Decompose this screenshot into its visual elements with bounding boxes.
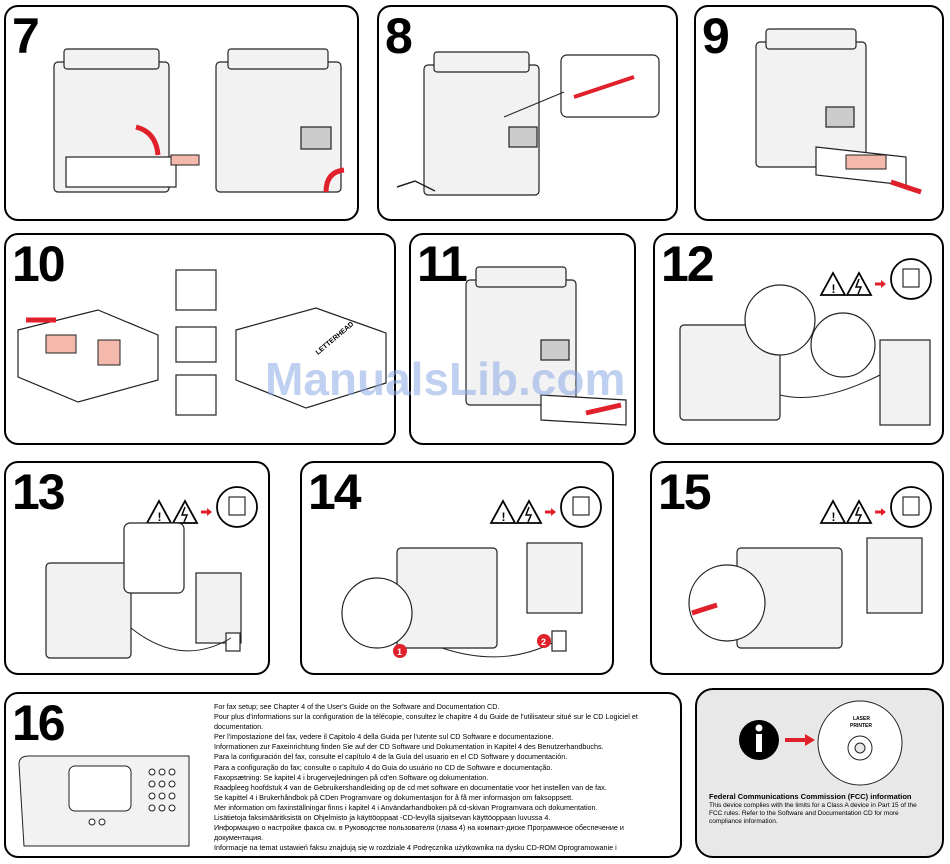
- step-number: 9: [702, 8, 730, 64]
- printer-illustration: [465, 266, 627, 426]
- step-7-panel: 7: [4, 5, 359, 221]
- info-icon: [739, 720, 815, 760]
- fax-setup-line: Информацию о настройке факса см. в Руков…: [214, 823, 624, 843]
- step-15-panel: 15 !: [650, 461, 944, 675]
- fax-setup-line: Para la configuración del fax, consulte …: [214, 752, 568, 762]
- printer-illustration: [755, 28, 922, 195]
- callout-2: 2: [541, 637, 546, 647]
- power-cord-illustration: 1 2: [341, 542, 583, 658]
- fax-setup-line: Lisätietoja faksimääritksistä on Ohjelmi…: [214, 813, 551, 823]
- fax-setup-text: For fax setup; see Chapter 4 of the User…: [214, 702, 674, 853]
- step-number: 11: [417, 236, 468, 292]
- svg-text:!: !: [832, 510, 836, 524]
- step-number: 15: [658, 464, 712, 520]
- warning-manual-icon: !: [819, 486, 932, 528]
- step-number: 10: [12, 236, 66, 292]
- fax-setup-line: Informationen zur Faxeinrichtung finden …: [214, 742, 604, 752]
- fax-setup-line: For fax setup; see Chapter 4 of the User…: [214, 702, 500, 711]
- step-13-panel: 13 !: [4, 461, 270, 675]
- control-panel-illustration: [18, 755, 190, 847]
- step-8-panel: 8: [377, 5, 678, 221]
- step-number: 14: [308, 464, 362, 520]
- step-12-panel: 12 !: [653, 233, 944, 445]
- step-number: 7: [12, 8, 40, 64]
- fax-setup-line: Para a configuração do fax; consulte o c…: [214, 762, 553, 772]
- fcc-info-panel: LASER PRINTER Federal Communications Com…: [695, 688, 944, 858]
- usb-connection-illustration: [679, 284, 931, 426]
- fcc-heading: Federal Communications Commission (FCC) …: [709, 792, 912, 801]
- cd-disc-icon: LASER PRINTER: [817, 700, 903, 786]
- fax-setup-line: Se kapittel 4 i Brukerhåndbok på CDen Pr…: [214, 792, 574, 802]
- step-10-panel: 10 LETTERHEAD: [4, 233, 396, 445]
- fax-setup-line: Raadpleeg hoofdstuk 4 van de Gebruikersh…: [214, 782, 607, 792]
- step-11-panel: 11: [409, 233, 636, 445]
- step-number: 12: [661, 236, 715, 292]
- step-9-panel: 9: [694, 5, 944, 221]
- step-number: 16: [12, 695, 66, 751]
- fcc-body: This device complies with the limits for…: [709, 802, 917, 825]
- step-14-panel: 14 ! 1 2: [300, 461, 614, 675]
- step-number: 13: [12, 464, 66, 520]
- callout-1: 1: [397, 647, 402, 657]
- cd-label-line2: PRINTER: [850, 723, 872, 729]
- svg-text:!: !: [158, 510, 162, 524]
- fax-setup-line: Mer information om faxinställningar finn…: [214, 802, 598, 812]
- step-16-panel: 16 For fax setup; see Chapter 4 of the U…: [4, 692, 682, 858]
- fax-setup-line: Faxopsætning: Se kapitel 4 i brugervejle…: [214, 772, 489, 782]
- fax-setup-line: Per l'impostazione del fax, vedere il Ca…: [214, 732, 554, 742]
- step-number: 8: [385, 8, 413, 64]
- warning-manual-icon: !: [489, 486, 602, 528]
- warning-manual-icon: !: [819, 258, 932, 300]
- printer-illustration: [396, 51, 660, 196]
- fax-setup-line: Pour plus d'informations sur la configur…: [214, 712, 638, 732]
- svg-text:!: !: [502, 510, 506, 524]
- fcc-text: Federal Communications Commission (FCC) …: [709, 792, 929, 826]
- cd-label-line1: LASER: [853, 716, 870, 722]
- fax-setup-line: Informacje na temat ustawień faksu znajd…: [214, 843, 617, 853]
- svg-text:!: !: [832, 282, 836, 296]
- warning-manual-icon: !: [145, 486, 258, 528]
- power-switch-illustration: [688, 537, 923, 649]
- tray-illustration: LETTERHEAD: [17, 269, 387, 416]
- printer-illustration: [53, 48, 345, 193]
- phone-line-illustration: [45, 522, 242, 659]
